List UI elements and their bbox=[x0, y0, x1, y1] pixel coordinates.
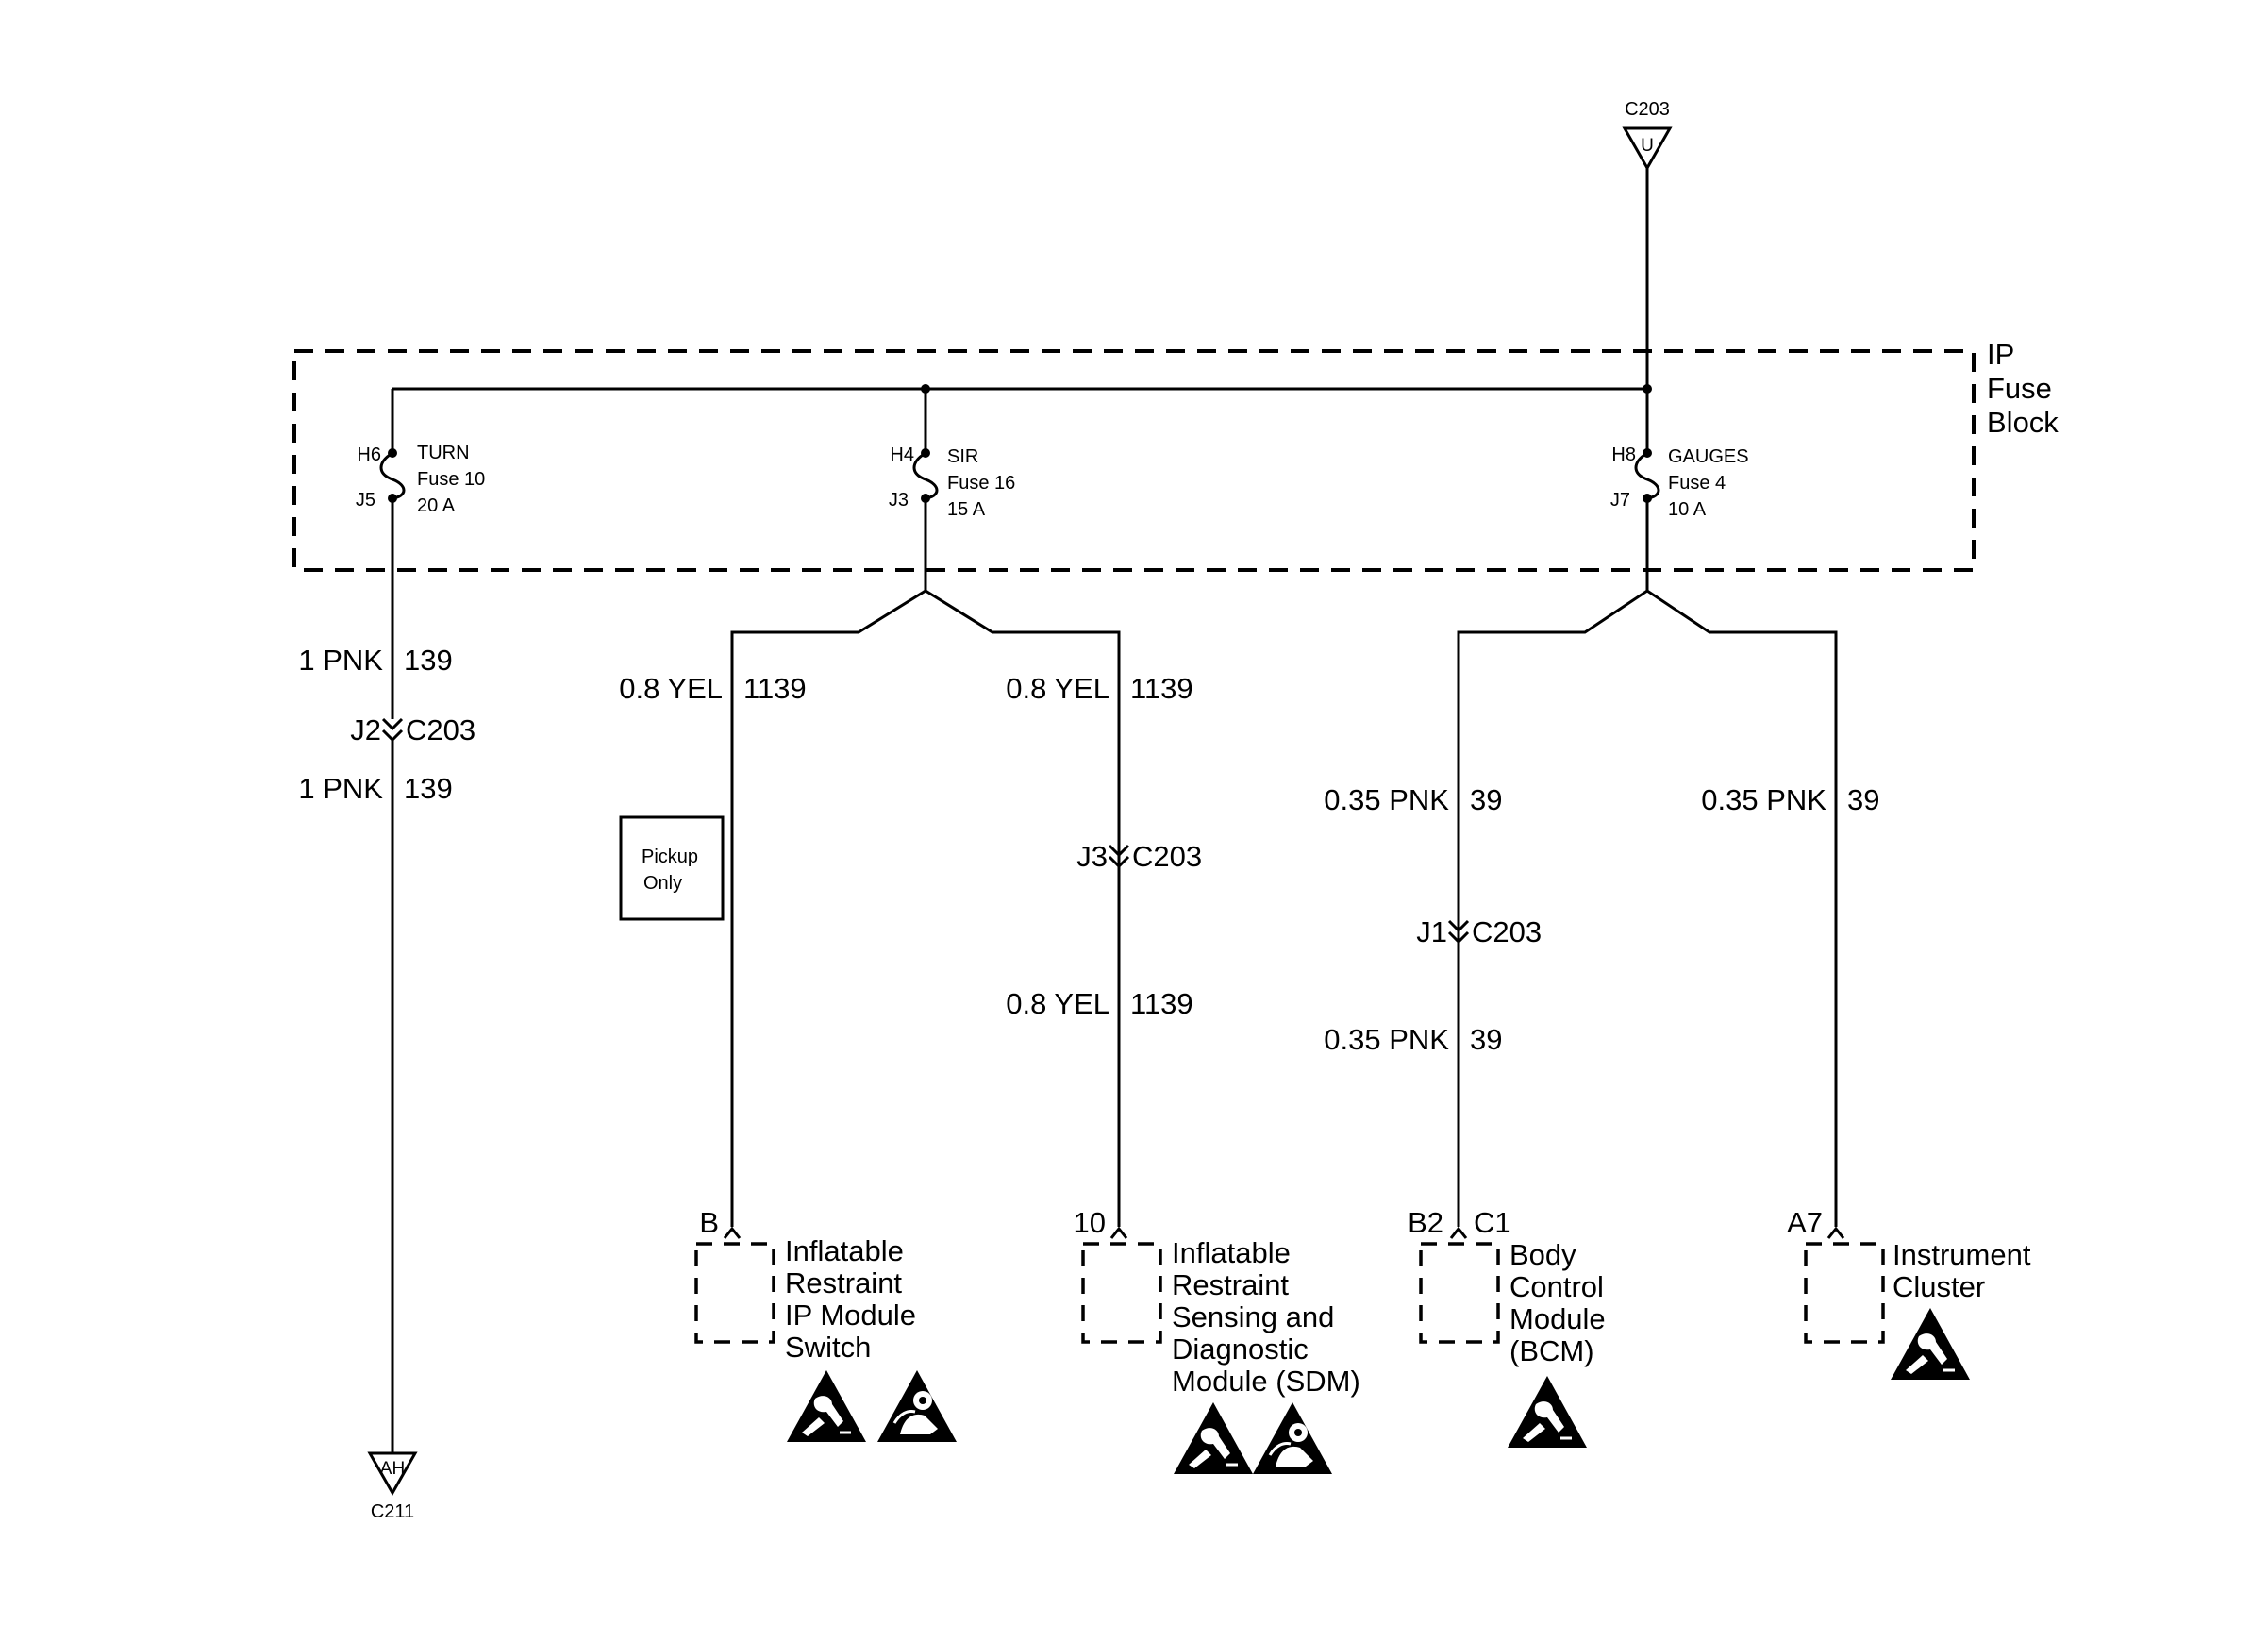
module-3-line-2: Control bbox=[1509, 1270, 1604, 1303]
turn-wire-upper-circuit: 139 bbox=[404, 644, 453, 677]
sir-right-wire-lower-circuit: 1139 bbox=[1130, 987, 1193, 1020]
sir-fuse-rating: 15 A bbox=[947, 499, 986, 520]
airbag-warning-icon bbox=[876, 1368, 959, 1444]
pickup-only-note-line-2: Only bbox=[643, 873, 682, 894]
module-3-outline bbox=[1419, 1242, 1500, 1344]
module-1-line-2: Restraint bbox=[785, 1266, 902, 1299]
module-1-line-3: IP Module bbox=[785, 1299, 916, 1332]
turn-fuse-name: TURN bbox=[417, 443, 470, 463]
module-2-line-1: Inflatable bbox=[1172, 1236, 1291, 1269]
module-2-line-2: Restraint bbox=[1172, 1268, 1289, 1301]
sir-conn-right: C203 bbox=[1132, 840, 1202, 873]
esd-warning-icon bbox=[785, 1368, 868, 1444]
turn-inline-connector bbox=[381, 717, 404, 743]
turn-fuse-pin-in: H6 bbox=[357, 444, 381, 465]
sir-right-wire-upper-color: 0.8 YEL bbox=[1006, 672, 1109, 705]
turn-fuse-rating: 20 A bbox=[417, 495, 456, 516]
module-3-line-1: Body bbox=[1509, 1238, 1576, 1271]
gauges-right-wire-color: 0.35 PNK bbox=[1701, 783, 1826, 816]
module-1-line-4: Switch bbox=[785, 1331, 871, 1364]
gauges-fuse-element bbox=[1634, 451, 1660, 500]
sir-right-wire-lower-color: 0.8 YEL bbox=[1006, 987, 1109, 1020]
turn-wire-lower-color: 1 PNK bbox=[298, 772, 383, 805]
gauges-branch bbox=[1457, 589, 1838, 1227]
gauges-left-wire-upper-circuit: 39 bbox=[1470, 783, 1502, 816]
turn-wire-lower-circuit: 139 bbox=[404, 772, 453, 805]
gauges-left-wire-upper-color: 0.35 PNK bbox=[1324, 783, 1449, 816]
gauges-right-wire-circuit: 39 bbox=[1847, 783, 1879, 816]
module-1-pin: B bbox=[699, 1206, 719, 1239]
gauges-left-wire-lower-color: 0.35 PNK bbox=[1324, 1023, 1449, 1056]
gauges-fuse-name: GAUGES bbox=[1668, 446, 1749, 467]
airbag-warning-icon bbox=[1251, 1400, 1334, 1476]
gauges-conn-right: C203 bbox=[1472, 915, 1542, 948]
turn-fuse-number: Fuse 10 bbox=[417, 469, 485, 490]
module-1-line-1: Inflatable bbox=[785, 1234, 904, 1267]
bottom-connector-pin: AH bbox=[380, 1459, 405, 1479]
turn-wire-upper-color: 1 PNK bbox=[298, 644, 383, 677]
gauges-fuse-number: Fuse 4 bbox=[1668, 473, 1726, 494]
gauges-left-wire-lower-circuit: 39 bbox=[1470, 1023, 1502, 1056]
turn-fuse-pin-out: J5 bbox=[356, 490, 375, 511]
bottom-connector-symbol bbox=[367, 1451, 418, 1497]
fuse-block-label-line-1: IP bbox=[1987, 338, 2014, 371]
sir-fuse-number: Fuse 16 bbox=[947, 473, 1015, 494]
module-4-line-1: Instrument bbox=[1893, 1238, 2031, 1271]
esd-warning-icon bbox=[1506, 1374, 1589, 1450]
top-connector-pin: U bbox=[1641, 136, 1654, 156]
module-4-outline bbox=[1804, 1242, 1885, 1344]
pickup-only-note-box bbox=[619, 815, 725, 921]
sir-left-wire-circuit: 1139 bbox=[743, 672, 807, 705]
sir-fuse-pin-in: H4 bbox=[890, 444, 914, 465]
gauges-inline-connector bbox=[1447, 919, 1470, 945]
fuse-block-label-line-2: Fuse bbox=[1987, 372, 2052, 405]
module-3-terminal bbox=[1449, 1226, 1468, 1239]
sir-fuse-element bbox=[912, 451, 939, 500]
module-1-terminal bbox=[723, 1226, 742, 1239]
esd-warning-icon bbox=[1889, 1306, 1972, 1382]
sir-fuse-name: SIR bbox=[947, 446, 978, 467]
module-4-pin: A7 bbox=[1787, 1206, 1823, 1239]
esd-warning-icon bbox=[1172, 1400, 1255, 1476]
module-2-line-3: Sensing and bbox=[1172, 1300, 1334, 1333]
module-2-outline bbox=[1081, 1242, 1162, 1344]
module-3-pin: B2 bbox=[1408, 1206, 1443, 1239]
module-4-line-2: Cluster bbox=[1893, 1270, 1985, 1303]
top-connector-symbol bbox=[1622, 126, 1673, 172]
gauges-fuse-pin-in: H8 bbox=[1611, 444, 1636, 465]
turn-conn-left: J2 bbox=[350, 713, 381, 746]
gauges-conn-left: J1 bbox=[1416, 915, 1447, 948]
pickup-only-note-line-1: Pickup bbox=[642, 847, 698, 867]
sir-right-wire-upper-circuit: 1139 bbox=[1130, 672, 1193, 705]
sir-branch bbox=[730, 589, 1121, 1227]
module-2-terminal bbox=[1109, 1226, 1128, 1239]
gauges-fuse-pin-out: J7 bbox=[1610, 490, 1630, 511]
module-3-pin-2: C1 bbox=[1474, 1206, 1511, 1239]
sir-fuse-pin-out: J3 bbox=[889, 490, 909, 511]
module-2-pin: 10 bbox=[1074, 1206, 1106, 1239]
sir-left-wire-color: 0.8 YEL bbox=[619, 672, 723, 705]
module-3-line-4: (BCM) bbox=[1509, 1334, 1594, 1367]
fuse-block-label-line-3: Block bbox=[1987, 406, 2059, 439]
module-4-terminal bbox=[1826, 1226, 1845, 1239]
module-2-line-4: Diagnostic bbox=[1172, 1333, 1309, 1366]
gauges-fuse-rating: 10 A bbox=[1668, 499, 1707, 520]
sir-inline-connector bbox=[1108, 844, 1130, 869]
turn-fuse-element bbox=[379, 451, 406, 500]
module-2-line-5: Module (SDM) bbox=[1172, 1365, 1360, 1398]
module-1-outline bbox=[694, 1242, 775, 1344]
sir-conn-left: J3 bbox=[1076, 840, 1108, 873]
top-connector-name: C203 bbox=[1625, 99, 1670, 120]
turn-conn-right: C203 bbox=[406, 713, 475, 746]
bottom-connector-name: C211 bbox=[371, 1501, 414, 1522]
module-3-line-3: Module bbox=[1509, 1302, 1606, 1335]
ip-fuse-block-outline bbox=[292, 349, 1976, 572]
